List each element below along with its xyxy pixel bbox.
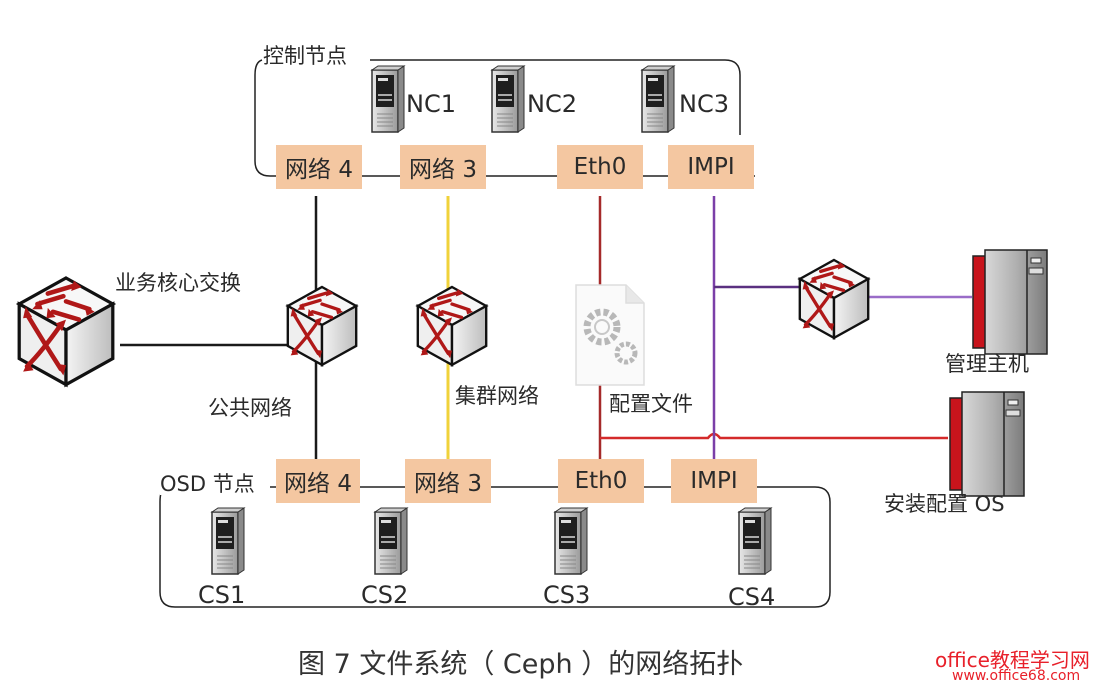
osd-group-frame	[159, 486, 831, 608]
cluster-network-label: 集群网络	[455, 384, 539, 408]
control-interface-eth0: Eth0	[557, 145, 643, 189]
figure-caption: 图 7 文件系统（ Ceph ）的网络拓扑	[298, 649, 744, 680]
control-interface-ipmi: IMPI	[668, 145, 754, 189]
install-host-line	[600, 432, 948, 440]
core-switch-label: 业务核心交换	[115, 271, 241, 295]
server-icon-nc2	[491, 65, 525, 133]
core-switch-icon	[19, 278, 113, 385]
server-icon-nc3	[641, 65, 675, 133]
management-switch-icon	[798, 258, 870, 340]
cluster-switch-icon	[416, 285, 488, 367]
osd-interface-network3: 网络 3	[405, 459, 491, 503]
server-icon-cs2	[374, 507, 408, 575]
public-network-label: 公共网络	[208, 396, 292, 420]
watermark-title: office教程学习网	[935, 648, 1090, 672]
osd-interface-network4: 网络 4	[276, 459, 360, 503]
install-host-label: 安装配置 OS	[884, 492, 1005, 516]
server-icon-nc1	[371, 65, 405, 133]
node-label-nc3: NC3	[679, 90, 729, 118]
config-file-label: 配置文件	[609, 392, 693, 416]
node-label-cs4: CS4	[728, 583, 776, 611]
management-host-label: 管理主机	[945, 352, 1029, 376]
node-label-cs2: CS2	[361, 581, 409, 609]
public-switch-icon	[286, 285, 358, 367]
osd-group-label: OSD 节点	[160, 472, 255, 496]
config-file-icon	[575, 284, 645, 386]
osd-interface-ipmi: IMPI	[671, 459, 757, 503]
install-host-icon	[949, 391, 1025, 497]
control-interface-network4: 网络 4	[276, 145, 362, 189]
node-label-cs3: CS3	[543, 581, 591, 609]
control-interface-network3: 网络 3	[400, 145, 486, 189]
osd-interface-eth0: Eth0	[558, 459, 644, 503]
node-label-nc1: NC1	[406, 90, 456, 118]
node-label-cs1: CS1	[198, 581, 246, 609]
management-host-icon	[972, 249, 1048, 355]
server-icon-cs1	[211, 507, 245, 575]
server-icon-cs4	[738, 507, 772, 575]
node-label-nc2: NC2	[527, 90, 577, 118]
server-icon-cs3	[554, 507, 588, 575]
control-group-label: 控制节点	[263, 46, 351, 67]
watermark-url: www.office68.com	[952, 668, 1081, 684]
control-group-frame	[254, 59, 741, 177]
